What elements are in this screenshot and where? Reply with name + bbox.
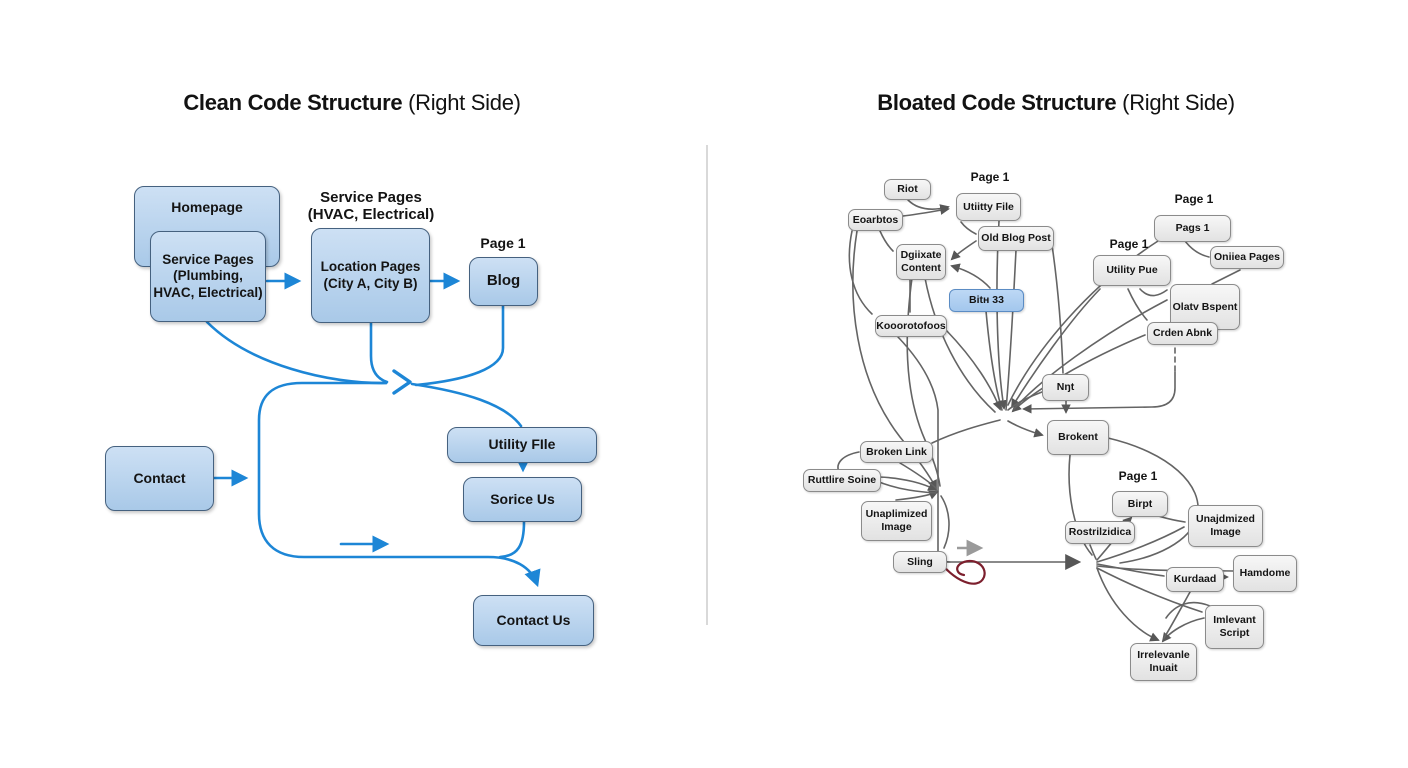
label-page-1-left: Page 1 xyxy=(480,235,526,251)
node-contact: Contact xyxy=(105,446,214,511)
node-irrelevanle-inuait: Irrelevanle Inuait xyxy=(1130,643,1197,681)
node-crden-abnk: Crden Abnk xyxy=(1147,322,1218,345)
node-bitn-33: Bitн 33 xyxy=(949,289,1024,312)
label-page-1-mid-right: Page 1 xyxy=(1109,237,1149,251)
node-kurdaad: Kurdaad xyxy=(1166,567,1224,592)
node-unajdmized-image: Unajdmized Image xyxy=(1188,505,1263,547)
vertical-divider xyxy=(706,145,708,625)
node-blog: Blog xyxy=(469,257,538,306)
label-service-pages-hvac: Service Pages (HVAC, Electrical) xyxy=(307,189,435,223)
node-rostrilzidica: Rostrilzidica xyxy=(1065,521,1135,544)
node-birpt: Birpt xyxy=(1112,491,1168,517)
node-utility-pue: Utility Pue xyxy=(1093,255,1171,286)
right-title-strong: Bloated Code Structure xyxy=(877,90,1117,115)
node-service-pages: Service Pages (Plumbing, HVAC, Electrica… xyxy=(150,231,266,322)
node-pags-1: Pags 1 xyxy=(1154,215,1231,242)
node-broken-link: Broken Link xyxy=(860,441,933,463)
node-location-pages: Location Pages (City A, City B) xyxy=(311,228,430,323)
node-old-blog-post: Old Blog Post xyxy=(978,226,1054,251)
left-title-strong: Clean Code Structure xyxy=(183,90,403,115)
node-brokent: Brokent xyxy=(1047,420,1109,455)
red-loop-icon xyxy=(936,557,986,585)
left-edges xyxy=(205,272,541,588)
node-dgiixate-content: Dgiixate Content xyxy=(896,244,946,280)
node-nnt: Nŋt xyxy=(1042,374,1089,401)
node-contact-us: Contact Us xyxy=(473,595,594,646)
node-eoarbtos: Eoarbtos xyxy=(848,209,903,231)
junction-chevron-icon xyxy=(392,369,412,395)
node-imlevant-script: Imlevant Script xyxy=(1205,605,1264,649)
label-page-1-bottom: Page 1 xyxy=(1118,469,1158,483)
node-kooorotofoos: Kooorotofoos xyxy=(875,315,947,337)
right-diagram-title: Bloated Code Structure (Right Side) xyxy=(704,90,1408,116)
right-title-paren: (Right Side) xyxy=(1122,90,1235,115)
node-utility-file-right: Utiitty File xyxy=(956,193,1021,221)
label-page-1-top-right: Page 1 xyxy=(1174,192,1214,206)
node-utility-file: Utility FIle xyxy=(447,427,597,463)
left-title-paren: (Right Side) xyxy=(408,90,521,115)
node-hamdome: Hamdome xyxy=(1233,555,1297,592)
left-diagram-title: Clean Code Structure (Right Side) xyxy=(0,90,704,116)
node-ruttlire-soine: Ruttlire Soine xyxy=(803,469,881,492)
node-riot: Riot xyxy=(884,179,931,200)
node-sorice-us: Sorice Us xyxy=(463,477,582,522)
label-page-1-top-left: Page 1 xyxy=(970,170,1010,184)
node-sling: Sling xyxy=(893,551,947,573)
node-oniiea-pages: Oniiea Pages xyxy=(1210,246,1284,269)
node-unaplimized-image: Unaplimized Image xyxy=(861,501,932,541)
